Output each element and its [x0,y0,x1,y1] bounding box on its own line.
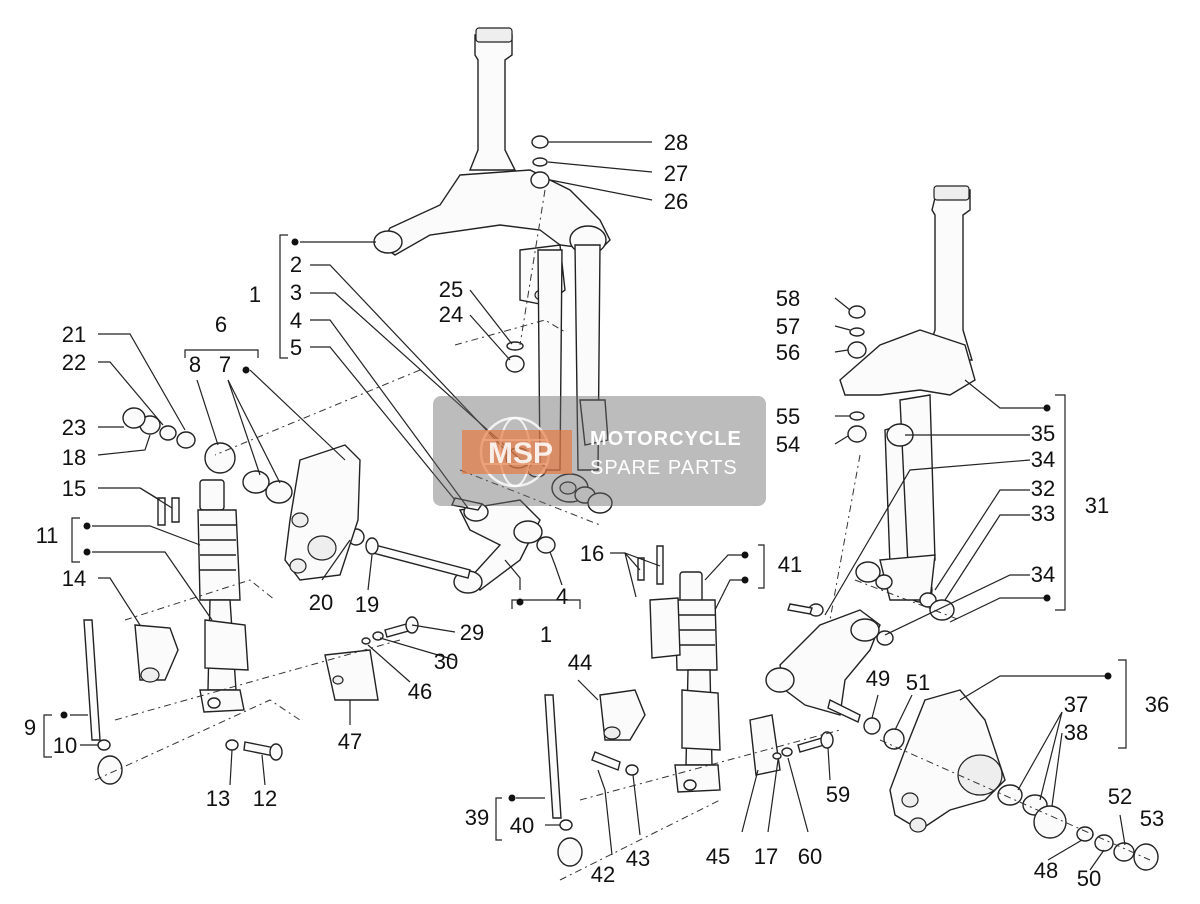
callout-29: 29 [460,620,484,645]
callout-15: 15 [62,476,86,501]
callout-49: 49 [866,666,890,691]
right-shock-absorber [544,545,721,867]
callout-44: 44 [568,650,592,675]
callout-1-arm: 1 [540,622,552,647]
callout-19: 19 [355,592,379,617]
callout-11: 11 [36,523,59,548]
callout-4: 4 [290,308,302,333]
callout-labels: 1 2 3 4 5 6 7 8 9 10 11 12 13 14 15 16 1… [24,130,1169,891]
callout-13: 13 [206,786,230,811]
center-lines [94,189,1151,881]
left-fork-assembly [373,27,611,503]
callout-56: 56 [776,340,800,365]
callout-25: 25 [439,277,463,302]
right-bracket [749,714,834,776]
right-hub [889,689,1159,871]
callout-16: 16 [580,541,604,566]
callout-28: 28 [664,130,688,155]
callout-18: 18 [62,445,86,470]
right-hardware-stack [847,305,867,443]
callout-12: 12 [253,786,277,811]
callout-53: 53 [1140,806,1164,831]
callout-38: 38 [1064,720,1088,745]
left-bracket [324,616,419,701]
callout-36: 36 [1145,692,1169,717]
callout-46: 46 [408,679,432,704]
callout-24: 24 [439,302,463,327]
callout-27: 27 [664,161,688,186]
callout-30: 30 [434,649,458,674]
callout-48: 48 [1034,858,1058,883]
callout-26: 26 [664,189,688,214]
callout-23: 23 [62,415,86,440]
callout-9: 9 [24,715,36,740]
watermark-line1: MOTORCYCLE [590,428,742,450]
watermark-line2: SPARE PARTS [590,457,738,479]
callout-57: 57 [776,314,800,339]
callout-1: 1 [249,282,261,307]
callout-34-upper: 34 [1031,447,1055,472]
callout-51: 51 [906,670,930,695]
watermark: MSP MOTORCYCLE SPARE PARTS [433,396,766,506]
left-hub [284,444,361,581]
callout-59: 59 [826,782,850,807]
callout-43: 43 [626,846,650,871]
callout-52: 52 [1108,784,1132,809]
callout-6: 6 [215,312,227,337]
callout-55: 55 [776,404,800,429]
callout-32: 32 [1031,476,1055,501]
left-bearings [122,407,293,504]
callout-2: 2 [290,252,302,277]
callout-41: 41 [778,552,802,577]
callout-37: 37 [1064,692,1088,717]
callout-40: 40 [510,813,534,838]
callout-60: 60 [798,844,822,869]
callout-5: 5 [290,335,302,360]
callout-3: 3 [290,280,302,305]
callout-20: 20 [309,590,333,615]
callout-10: 10 [53,733,77,758]
callout-35: 35 [1031,421,1055,446]
callout-31: 31 [1085,493,1109,518]
callout-39: 39 [465,805,489,830]
callout-58: 58 [776,286,800,311]
callout-34-lower: 34 [1031,562,1055,587]
leader-lines [43,141,1127,871]
callout-17: 17 [754,844,778,869]
callout-54: 54 [776,432,800,457]
callout-42: 42 [591,862,615,887]
left-hardware-stack [505,135,550,373]
right-fork-assembly [839,185,976,603]
watermark-logo-text: MSP [488,437,553,470]
assembly-dots [60,238,1112,802]
callout-33: 33 [1031,501,1055,526]
callout-21: 21 [62,322,86,347]
callout-8: 8 [189,352,201,377]
callout-7: 7 [219,352,231,377]
callout-50: 50 [1077,866,1101,891]
callout-4-arm: 4 [556,584,568,609]
right-fork-rings [855,561,955,621]
callout-45: 45 [706,844,730,869]
callout-14: 14 [62,566,86,591]
callout-22: 22 [62,350,86,375]
callout-47: 47 [338,729,362,754]
right-swing-arm [765,603,905,750]
left-swing-arm [347,497,556,594]
left-shock-absorber [83,479,283,785]
